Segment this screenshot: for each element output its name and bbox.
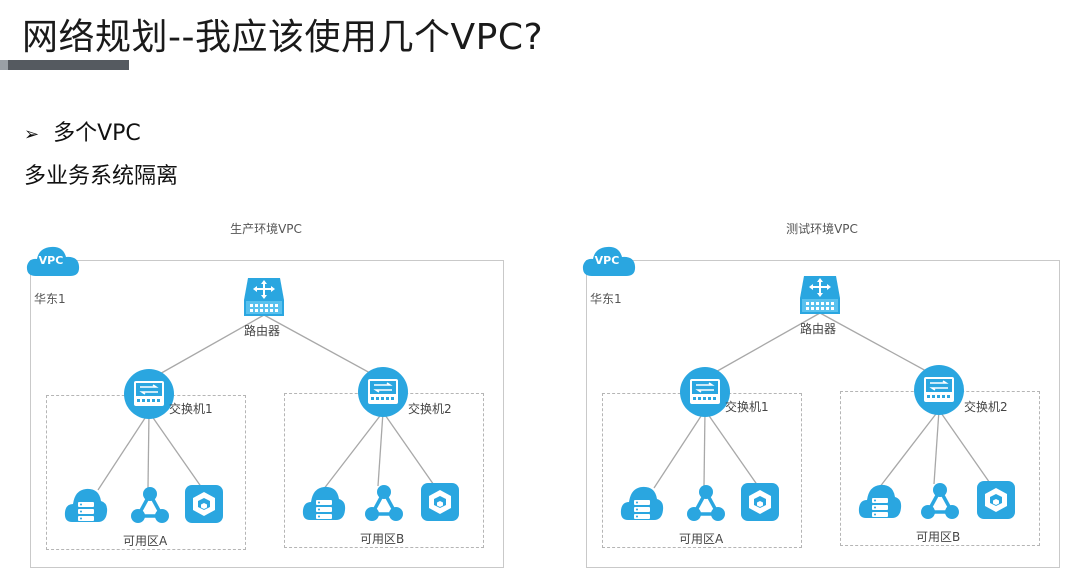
router-icon	[244, 278, 284, 316]
container-icon	[185, 485, 223, 523]
cloud-label: VPC	[594, 254, 620, 267]
switch-label: 交换机1	[169, 402, 213, 416]
vpc-frame	[30, 260, 504, 568]
switch-icon	[914, 365, 964, 415]
vpc-name: 测试环境VPC	[786, 222, 858, 236]
router-label: 路由器	[800, 322, 837, 336]
page-title: 网络规划--我应该使用几个VPC?	[22, 17, 544, 58]
title-underline-accent	[0, 60, 8, 70]
database-icon	[858, 484, 902, 518]
bullet-text: 多个VPC	[53, 121, 141, 146]
bullet-item: ➢ 多个VPC	[24, 115, 141, 147]
vpc-frame	[586, 260, 1060, 568]
region-label: 华东1	[34, 292, 66, 306]
vpc-diagram-production: 生产环境VPC VPC 华东1 路由器	[26, 220, 506, 575]
network-node-icon	[687, 485, 725, 521]
zone-label: 可用区B	[916, 530, 961, 544]
network-node-icon	[365, 485, 403, 521]
container-icon	[421, 483, 459, 521]
database-icon	[620, 486, 664, 520]
switch-icon	[358, 367, 408, 417]
connection-lines	[97, 314, 437, 491]
switch-label: 交换机2	[408, 402, 452, 416]
network-node-icon	[921, 483, 959, 519]
router-label: 路由器	[244, 324, 281, 338]
zone-label: 可用区A	[123, 534, 168, 548]
subtitle: 多业务系统隔离	[24, 164, 179, 189]
switch-label: 交换机2	[964, 400, 1008, 414]
region-label: 华东1	[590, 292, 622, 306]
zone-label: 可用区B	[360, 532, 405, 546]
switch-icon	[124, 369, 174, 419]
database-icon	[64, 488, 108, 522]
container-icon	[977, 481, 1015, 519]
vpc-diagram-test: 测试环境VPC VPC 华东1 路由器	[582, 220, 1062, 575]
title-underline	[0, 60, 129, 70]
connection-lines	[653, 312, 993, 489]
zone-label: 可用区A	[679, 532, 724, 546]
arrow-bullet-icon: ➢	[24, 124, 40, 145]
cloud-icon	[582, 246, 636, 276]
router-icon	[800, 276, 840, 314]
vpc-name: 生产环境VPC	[230, 222, 302, 236]
switch-icon	[680, 367, 730, 417]
cloud-icon	[26, 246, 80, 276]
switch-label: 交换机1	[725, 400, 769, 414]
database-icon	[302, 486, 346, 520]
cloud-label: VPC	[38, 254, 64, 267]
network-node-icon	[131, 487, 169, 523]
container-icon	[741, 483, 779, 521]
